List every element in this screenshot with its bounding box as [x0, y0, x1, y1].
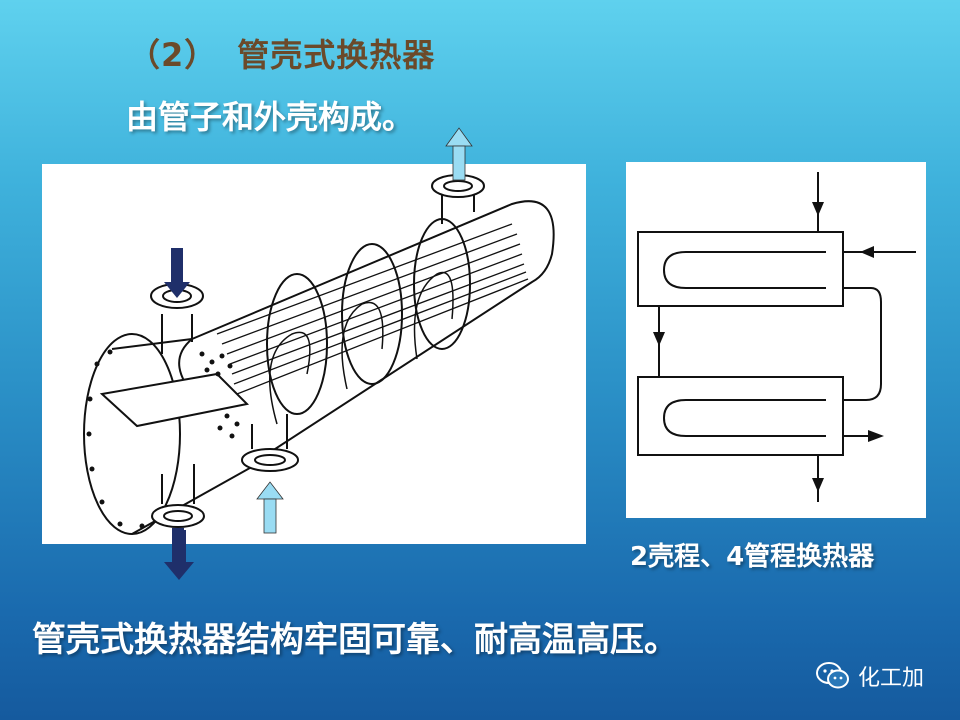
title-text: 管壳式换热器 — [237, 36, 436, 74]
schematic-caption: 2壳程、4管程换热器 — [630, 542, 875, 572]
wechat-icon — [816, 662, 849, 689]
top-inlet-arrow — [164, 248, 190, 298]
exchanger-drawing-panel — [42, 164, 586, 544]
bottom-inlet-arrow — [256, 481, 284, 534]
two-shell-four-tube-schematic — [637, 172, 916, 502]
conclusion-text: 管壳式换热器结构牢固可靠、耐高温高压。 — [32, 620, 678, 660]
bottom-outlet-arrow — [172, 528, 184, 530]
two-shell-four-tube-schematic-panel — [626, 162, 926, 518]
slide-subtitle: 由管子和外壳构成。 — [126, 98, 415, 136]
watermark-text: 化工加 — [858, 666, 925, 691]
tube-outlet-arrow — [164, 530, 194, 580]
watermark: 化工加 — [816, 660, 924, 692]
slide-title: （2） 管壳式换热器 — [128, 30, 435, 76]
title-number: （2） — [128, 36, 218, 74]
shell-outlet-arrow — [445, 127, 473, 181]
shell-and-tube-exchanger-drawing — [83, 174, 555, 535]
